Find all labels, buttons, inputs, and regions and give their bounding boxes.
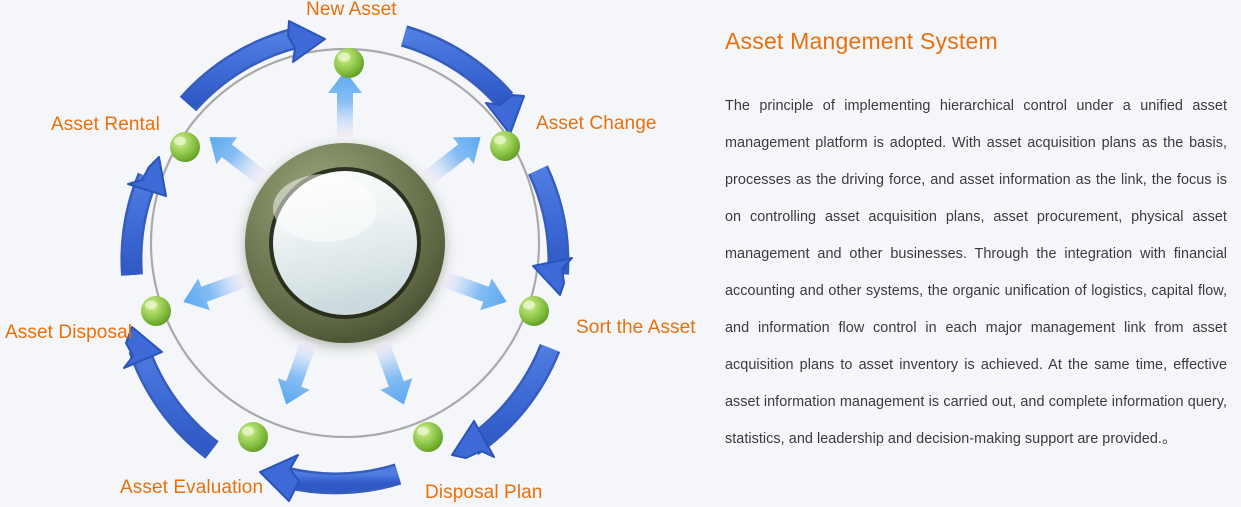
outer-arrow-5 xyxy=(259,454,402,502)
cycle-label-disposal-plan: Disposal Plan xyxy=(425,482,543,503)
outer-arrow-1 xyxy=(179,20,326,112)
outer-arrow-7 xyxy=(120,156,167,276)
cycle-node-sort-the-asset[interactable] xyxy=(519,296,549,326)
cycle-node-asset-evaluation[interactable] xyxy=(238,422,268,452)
cycle-nodes xyxy=(141,48,549,452)
radial-arrow-asset-disposal xyxy=(183,271,249,311)
description-panel: Asset Mangement System The principle of … xyxy=(710,0,1241,507)
cycle-node-new-asset[interactable] xyxy=(334,48,364,78)
cycle-node-asset-change[interactable] xyxy=(490,131,520,161)
cycle-label-asset-change: Asset Change xyxy=(536,113,657,134)
radial-arrow-new-asset xyxy=(328,71,362,137)
outer-cycle-arrows xyxy=(120,20,573,502)
cycle-node-asset-rental[interactable] xyxy=(170,132,200,162)
asset-lifecycle-diagram: New Asset Asset Change Sort the Asset Di… xyxy=(5,0,696,503)
outer-arrow-6 xyxy=(123,326,219,459)
radial-arrows xyxy=(183,71,507,405)
cycle-label-asset-rental: Asset Rental xyxy=(51,114,160,135)
radial-arrow-asset-evaluation xyxy=(277,339,317,405)
cycle-diagram-svg xyxy=(120,20,573,502)
description-paragraph: The principle of implementing hierarchic… xyxy=(725,97,1227,447)
cycle-label-asset-disposal: Asset Disposal xyxy=(5,322,133,343)
cycle-node-disposal-plan[interactable] xyxy=(413,422,443,452)
outer-arrow-2 xyxy=(400,25,525,135)
hub-ring xyxy=(245,143,445,343)
radial-arrow-asset-change xyxy=(423,137,481,185)
radial-arrow-asset-rental xyxy=(209,137,267,185)
cycle-label-sort-the-asset: Sort the Asset xyxy=(576,317,696,338)
radial-arrow-sort-the-asset xyxy=(441,271,507,311)
radial-arrow-disposal-plan xyxy=(373,339,413,405)
page-title: Asset Mangement System xyxy=(725,28,998,54)
cycle-label-new-asset: New Asset xyxy=(306,0,397,20)
cycle-node-asset-disposal[interactable] xyxy=(141,296,171,326)
outer-arrow-4 xyxy=(451,343,561,459)
cycle-label-asset-evaluation: Asset Evaluation xyxy=(120,477,264,498)
outer-arrow-3 xyxy=(527,165,573,296)
